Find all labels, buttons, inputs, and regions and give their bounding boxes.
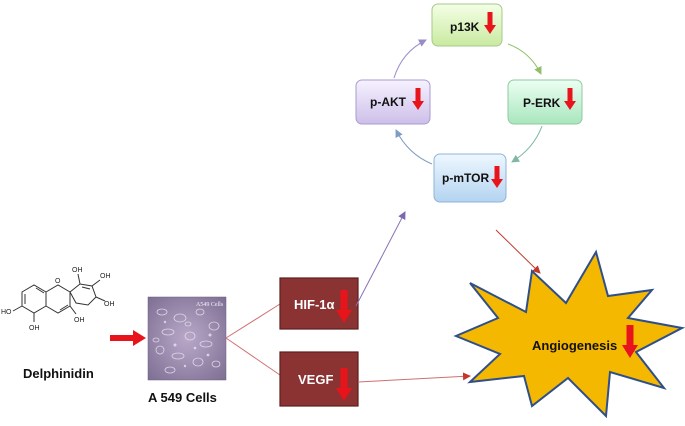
pi3k-label: p13K (450, 20, 480, 34)
arrow-pi3k-to-perk (507, 43, 542, 75)
vegf-node: VEGF (279, 351, 359, 407)
treatment-arrow (110, 330, 146, 346)
delphinidin-structure (12, 273, 106, 322)
delphinidin-label: Delphinidin (23, 366, 94, 381)
cells-label: A 549 Cells (148, 390, 217, 405)
starburst-shape (453, 249, 685, 419)
arrow-pakt-to-pi3k (393, 39, 427, 79)
cells-micrograph: A549 Cells (147, 296, 227, 381)
arrow-perk-to-pmtor (511, 125, 543, 163)
hif-label: HIF-1α (294, 297, 335, 312)
angiogenesis-node: Angiogenesis (453, 249, 685, 419)
vegf-label: VEGF (298, 372, 333, 387)
pmtor-label: p-mTOR (442, 171, 489, 185)
delphinidin-atom-labels: HO OH OH OH OH OH O (1, 267, 115, 332)
arrow-pathway-to-angiogenesis (495, 229, 541, 274)
angiogenesis-label: Angiogenesis (532, 338, 617, 353)
pakt-label: p-AKT (370, 95, 407, 109)
atom-label: O (55, 278, 61, 285)
arrow-pmtor-to-pakt (395, 129, 433, 165)
pi3k-node: p13K (431, 3, 503, 47)
micrograph-caption: A549 Cells (196, 302, 224, 308)
atom-label: OH (29, 325, 40, 332)
atom-label: OH (72, 267, 83, 274)
arrow-hif-to-pathway (355, 211, 406, 307)
pakt-node: p-AKT (355, 79, 431, 125)
atom-label: HO (1, 309, 12, 316)
perk-label: P-ERK (523, 96, 561, 110)
atom-label: OH (74, 317, 85, 324)
atom-label: OH (100, 273, 111, 280)
atom-label: OH (104, 301, 115, 308)
perk-node: P-ERK (507, 79, 583, 125)
connector-cells-vegf (225, 337, 281, 376)
arrow-vegf-to-angiogenesis (357, 372, 471, 383)
connector-cells-hif (225, 303, 281, 339)
hif-node: HIF-1α (279, 277, 359, 330)
pmtor-node: p-mTOR (433, 153, 507, 203)
